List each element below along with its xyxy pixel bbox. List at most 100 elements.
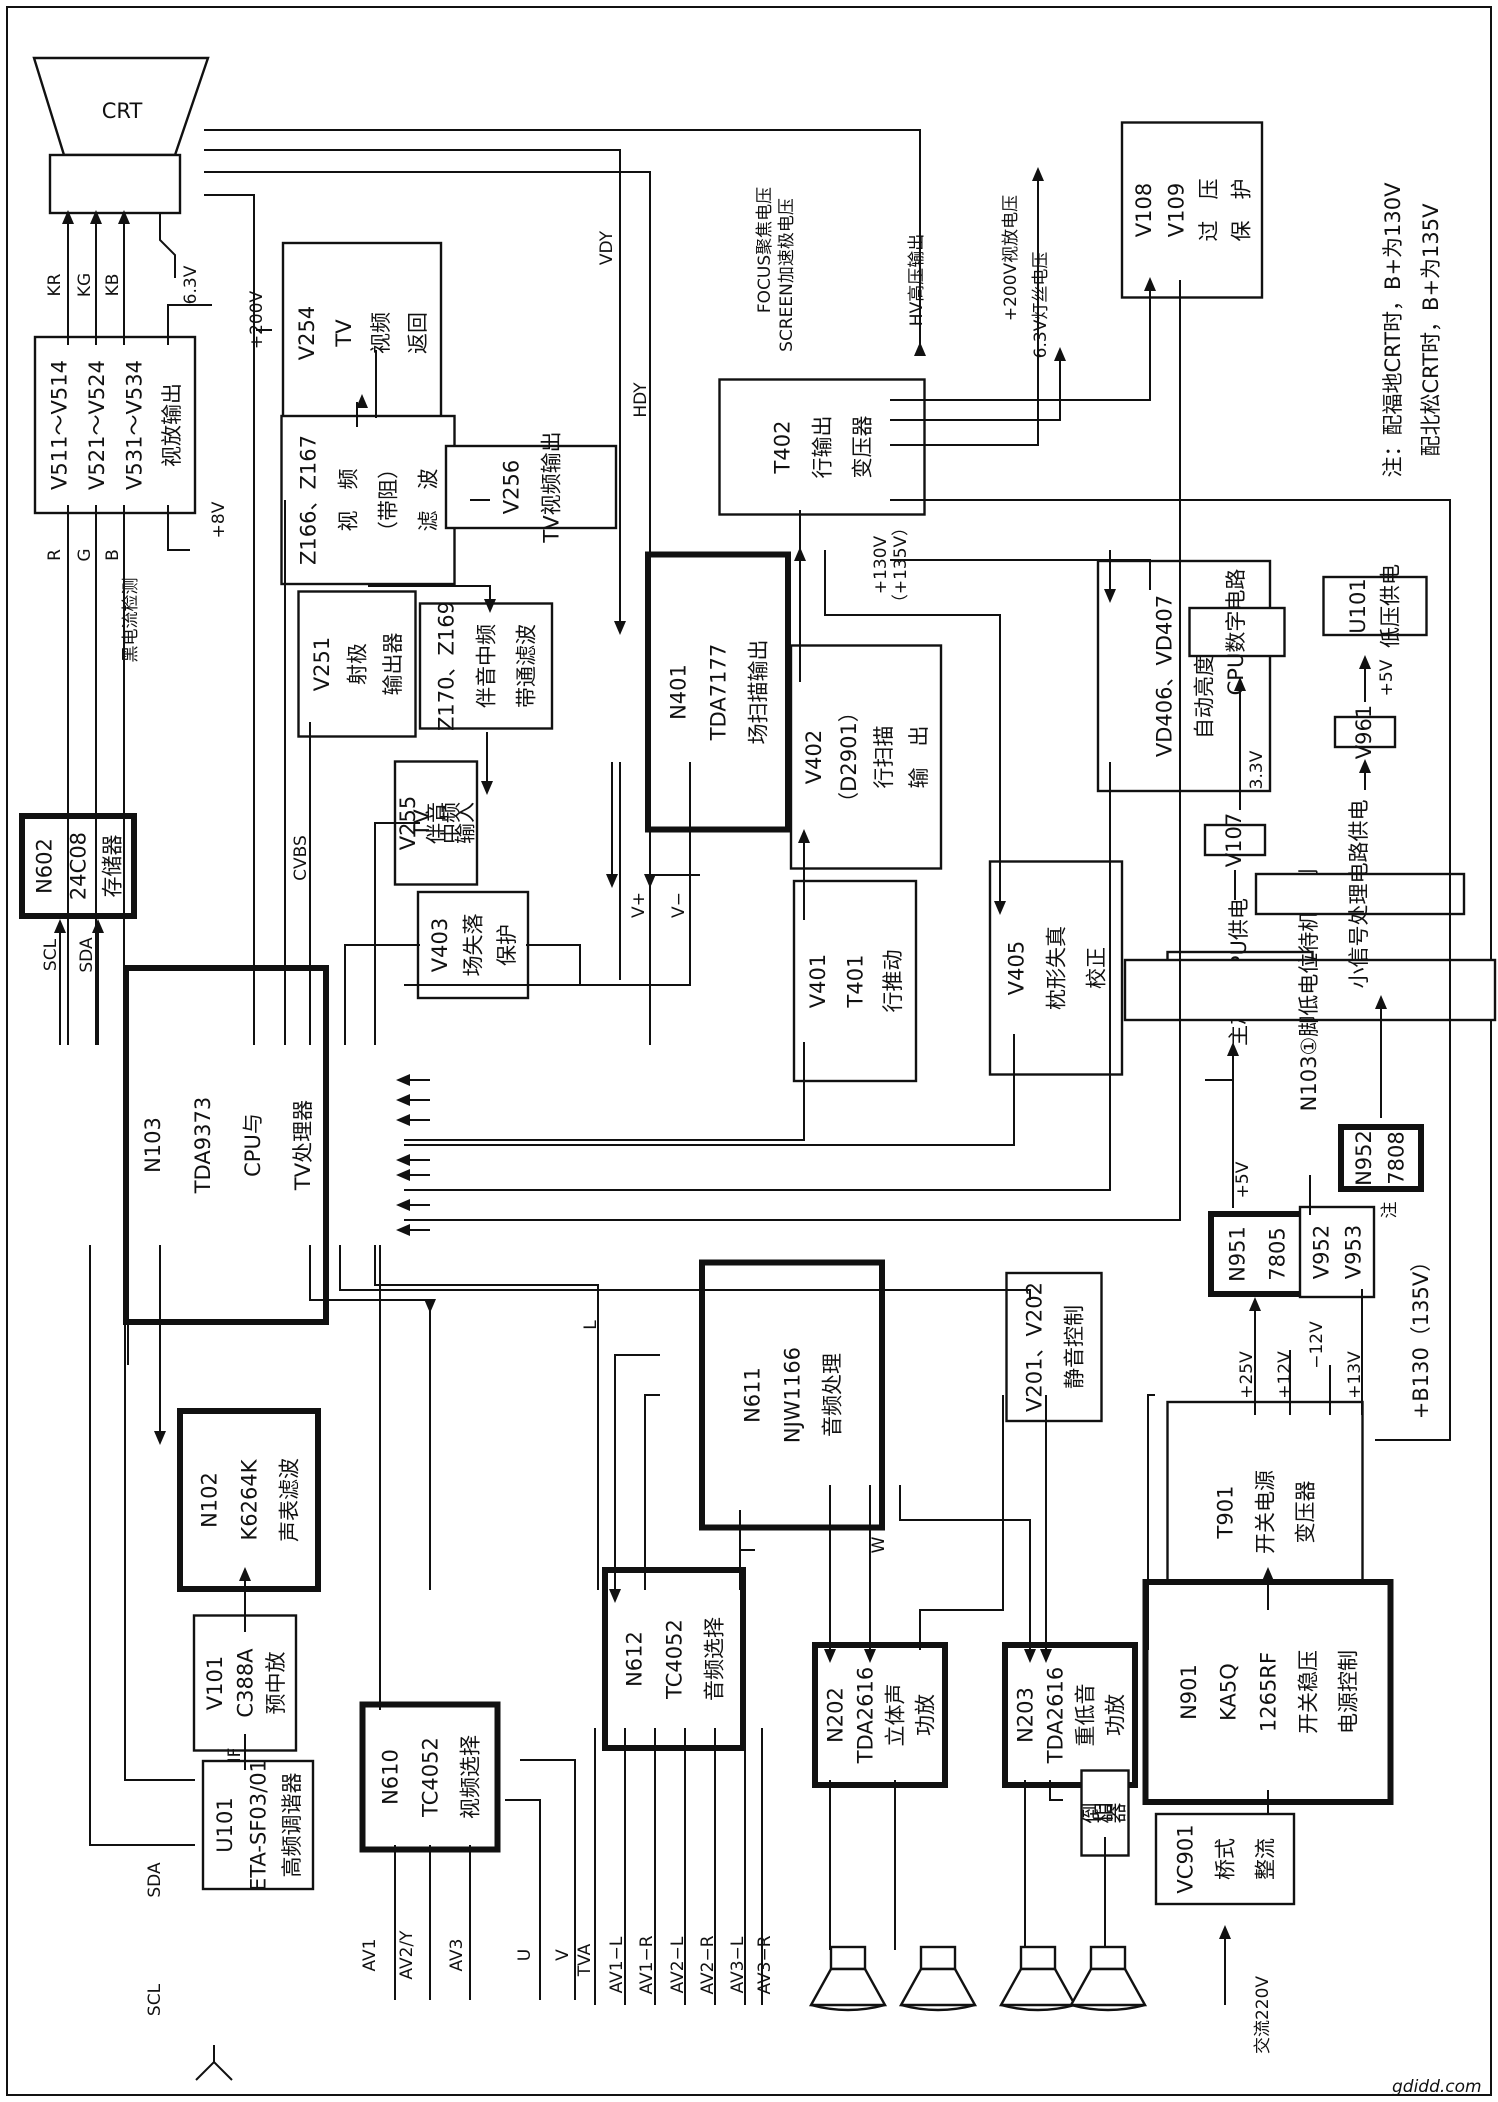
signal-fil: 6.3V灯丝电压	[1031, 252, 1051, 359]
block-n612-line: N612	[623, 1631, 647, 1687]
block-z166-line: Z166、Z167	[297, 435, 321, 565]
block-n951-line: N951	[1226, 1226, 1250, 1282]
signal-v33: 3.3V	[1247, 750, 1267, 789]
block-u101p-line: U101	[1346, 578, 1370, 633]
block-n610-line: TC4052	[419, 1737, 443, 1818]
block-v108-line: 过 压	[1197, 179, 1221, 242]
signal-vminus: V−	[669, 892, 689, 918]
block-v403-line: V403	[428, 918, 452, 972]
block-v107: V107	[1203, 813, 1267, 867]
block-v402-line: 输 出	[907, 726, 931, 789]
note-line: 注：配福地CRT时，B+为130V	[1381, 182, 1405, 478]
block-v405-line: 枕形失真	[1045, 926, 1069, 1010]
block-v254-line: V254	[295, 306, 319, 360]
block-z170-line: Z170、Z169	[435, 601, 459, 731]
signal-scl: SCL	[145, 1983, 165, 2016]
signal-r: R	[45, 549, 65, 561]
block-phase-line: 器	[1104, 1803, 1128, 1824]
block-z166-line: 视 频	[337, 469, 361, 532]
block-v401-line: T401	[844, 955, 868, 1009]
signal-p12: +12V	[1275, 1351, 1295, 1399]
block-v255-line: 伴音	[425, 802, 449, 844]
block-v108-line: 保 护	[1229, 179, 1253, 242]
block-u101t-line: ETA-SF03/01	[247, 1759, 271, 1891]
block-v108-line: V109	[1164, 183, 1188, 237]
block-phase: 倒相器	[1080, 1769, 1130, 1857]
block-z166-line: （带阻）	[377, 458, 401, 542]
signal-b130: +B130（135V）	[1409, 1251, 1433, 1420]
block-n602-line: 24C08	[67, 832, 91, 900]
block-v254-line: TV	[332, 319, 356, 348]
block-n103-line: TDA9373	[191, 1097, 215, 1194]
block-v254-line: 返回	[406, 312, 430, 354]
signal-p5: +5V	[1233, 1161, 1253, 1198]
signal-p13: +13V	[1345, 1351, 1365, 1399]
block-t901-line: 开关电源	[1254, 1470, 1278, 1554]
signal-v8: +8V	[209, 501, 229, 538]
signal-w: W	[869, 1536, 889, 1553]
block-vc901-line: 桥式	[1214, 1838, 1238, 1880]
block-n901-line: 1265RF	[1257, 1652, 1281, 1732]
signal-v200out: +200V视放电压	[1001, 195, 1021, 321]
block-v251-line: 输出器	[381, 633, 405, 696]
block-v511-line: V531～V534	[122, 360, 146, 490]
block-v251-line: 射极	[346, 643, 370, 685]
signal-p5v: +5V	[1377, 659, 1397, 696]
signal-screen: SCREEN加速极电压	[777, 198, 797, 352]
block-n611-line: N611	[741, 1367, 765, 1423]
block-phase-line: 倒	[1080, 1803, 1104, 1824]
crt-label: CRT	[102, 99, 143, 123]
block-n901-line: KA5Q	[1217, 1663, 1241, 1721]
block-v405-line: 校正	[1084, 947, 1108, 989]
block-z166-line: 滤 波	[416, 469, 440, 532]
signal-kr: KR	[45, 273, 65, 296]
block-v952-line: V953	[1342, 1225, 1366, 1279]
signal-tva: TVA	[575, 1943, 595, 1977]
block-n612-line: 音频选择	[702, 1617, 726, 1701]
signal-vplus: V+	[629, 892, 649, 918]
signal-av1r: AV1−R	[637, 1935, 657, 1994]
signal-beam: 黑电流检测	[121, 578, 141, 663]
block-n102-line: K6264K	[238, 1458, 262, 1540]
note-line: 配北松CRT时，B+为135V	[1419, 203, 1443, 457]
block-n401-line: 场扫描输出	[746, 640, 770, 745]
block-v402-line: 行扫描	[872, 726, 896, 789]
block-t402-line: 变压器	[850, 416, 874, 479]
block-v511-line: V511～V514	[47, 360, 71, 490]
block-vc901-line: 整流	[1253, 1838, 1277, 1880]
block-n203-line: N203	[1014, 1687, 1038, 1743]
block-z170-line: 带通滤波	[514, 624, 538, 708]
block-n951-line: 7805	[1266, 1227, 1290, 1280]
block-n103-line: CPU与	[241, 1113, 265, 1177]
signal-v200: +200V	[247, 290, 267, 349]
signal-av3r: AV3−R	[755, 1935, 775, 1994]
block-n202-line: 立体声	[884, 1684, 908, 1747]
block-n102-line: N102	[198, 1472, 222, 1528]
block-n602-line: N602	[33, 838, 57, 894]
signal-g: G	[75, 548, 95, 561]
block-n401-line: N401	[667, 664, 691, 720]
signal-p25: +25V	[1237, 1351, 1257, 1399]
block-v255-line: 中频	[439, 802, 463, 844]
signal-av3l: AV3−L	[728, 1936, 748, 1993]
signal-v135: （+135V）	[891, 519, 911, 611]
block-n611-line: NJW1166	[781, 1347, 805, 1443]
signal-kb: KB	[103, 274, 123, 297]
